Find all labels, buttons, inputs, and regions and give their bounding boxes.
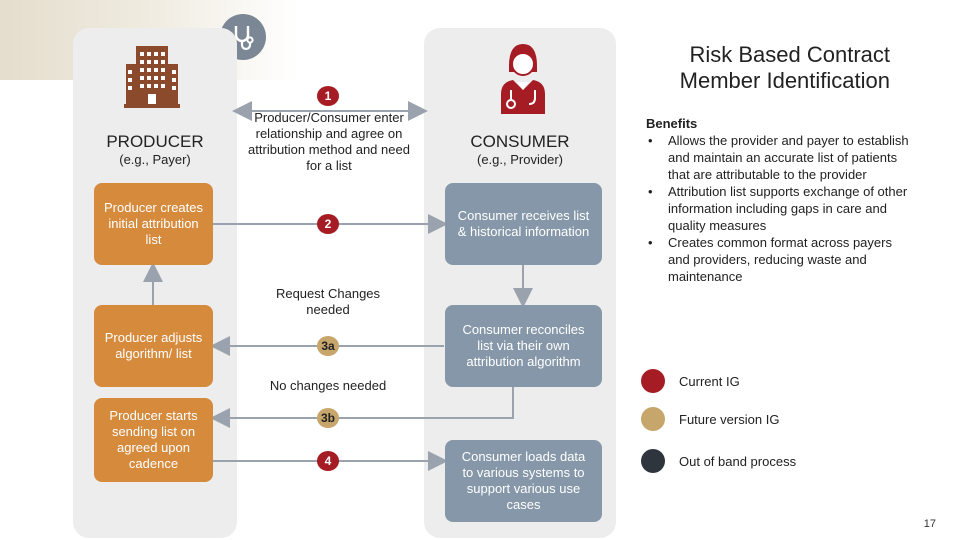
- legend-label-future-ig: Future version IG: [679, 412, 780, 427]
- step3b-arrow: [210, 386, 514, 428]
- building-icon: [124, 44, 180, 113]
- consumer-label: CONSUMER: [470, 132, 570, 151]
- consumer-sublabel: (e.g., Provider): [477, 152, 563, 167]
- legend-dot-out-of-band: [641, 449, 665, 473]
- doctor-icon: [495, 38, 551, 123]
- producer-label: PRODUCER: [106, 132, 204, 151]
- request-changes-label: Request Changes needed: [275, 286, 381, 317]
- producer-box-create-list: Producer creates initial attribution lis…: [94, 183, 213, 265]
- step2-badge: 2: [317, 214, 339, 234]
- legend-dot-current-ig: [641, 369, 665, 393]
- title-line-1: Risk Based Contract: [689, 42, 890, 67]
- benefits-heading: Benefits: [646, 116, 698, 131]
- step1-badge: 1: [317, 86, 339, 106]
- title-line-2: Member Identification: [679, 68, 890, 93]
- step1-description: Producer/Consumer enter relationship and…: [248, 110, 410, 173]
- step4-badge: 4: [317, 451, 339, 471]
- benefit-item: Attribution list supports exchange of ot…: [646, 183, 916, 234]
- legend-label-current-ig: Current IG: [679, 374, 740, 389]
- legend-dot-future-ig: [641, 407, 665, 431]
- legend-label-out-of-band: Out of band process: [679, 454, 797, 469]
- producer-box-adjust: Producer adjusts algorithm/ list: [94, 305, 213, 387]
- producer-sublabel: (e.g., Payer): [119, 152, 191, 167]
- page-title: Risk Based Contract Member Identificatio…: [680, 42, 890, 94]
- benefit-item: Allows the provider and payer to establi…: [646, 132, 916, 183]
- no-changes-label: No changes needed: [269, 378, 387, 393]
- step3a-badge: 3a: [317, 336, 339, 356]
- step3b-badge: 3b: [317, 408, 339, 428]
- page-number: 17: [923, 518, 936, 530]
- consumer-box-load: Consumer loads data to various systems t…: [445, 440, 602, 522]
- consumer-box-reconcile: Consumer reconciles list via their own a…: [445, 305, 602, 387]
- benefit-item: Creates common format across payers and …: [646, 234, 916, 285]
- benefits-list: Allows the provider and payer to establi…: [646, 132, 916, 285]
- benefits-section: Benefits Allows the provider and payer t…: [646, 115, 916, 285]
- consumer-box-receive: Consumer receives list & historical info…: [445, 183, 602, 265]
- producer-box-send-list: Producer starts sending list on agreed u…: [94, 398, 213, 482]
